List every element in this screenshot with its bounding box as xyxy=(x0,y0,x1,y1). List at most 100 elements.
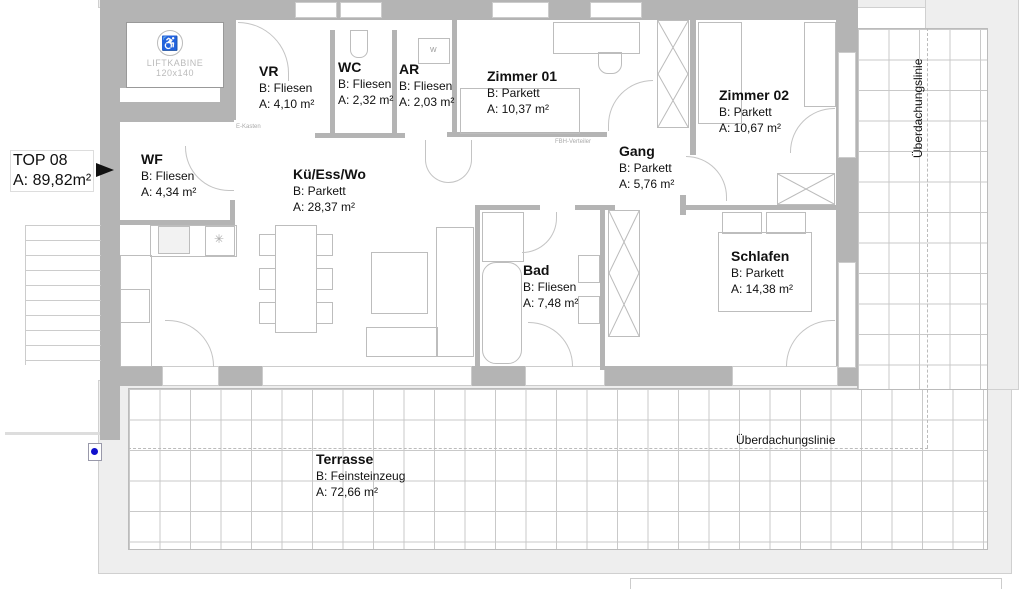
window-bottom-4 xyxy=(732,366,838,386)
room-kuessewo: Kü/Ess/Wo B: Parkett A: 28,37 m² xyxy=(293,165,366,215)
sofa-side xyxy=(436,227,474,357)
room-floor: B: Fliesen xyxy=(399,79,453,93)
elevator-floor-strip xyxy=(120,88,220,102)
location-marker[interactable] xyxy=(88,443,102,461)
chair-5 xyxy=(316,268,333,290)
roof-line-label-bottom: Überdachungslinie xyxy=(736,433,836,447)
desk-zimmer02 xyxy=(804,22,836,107)
elevator-label-line2: 120x140 xyxy=(155,68,195,78)
room-area: A: 2,03 m² xyxy=(399,95,455,109)
washbasin-1 xyxy=(578,255,600,283)
room-area: A: 28,37 m² xyxy=(293,200,356,214)
room-floor: B: Fliesen xyxy=(259,81,313,95)
wall-bad-right xyxy=(600,205,605,370)
room-wf: WF B: Fliesen A: 4,34 m² xyxy=(141,150,196,200)
unit-label: TOP 08 A: 89,82m² xyxy=(10,150,95,192)
wall-vr-left xyxy=(230,20,236,120)
room-name: Gang xyxy=(619,143,655,159)
bed-schlafen xyxy=(718,232,812,312)
wardrobe-zimmer02 xyxy=(777,173,835,205)
roof-line-dash-horizontal xyxy=(128,448,928,449)
wardrobe-zimmer01 xyxy=(657,20,689,128)
marker-dot-icon xyxy=(91,448,98,455)
room-floor: B: Parkett xyxy=(487,86,540,100)
room-name: VR xyxy=(259,63,279,79)
snowflake-icon: ✳ xyxy=(214,232,225,246)
room-ar: AR B: Fliesen A: 2,03 m² xyxy=(399,60,454,110)
e-kasten-label: E-Kasten xyxy=(236,124,261,130)
entrance-arrow-icon xyxy=(96,163,114,177)
chair-zimmer01 xyxy=(598,52,622,74)
terrace-tiles-right xyxy=(857,28,988,390)
pillow-right xyxy=(766,212,806,234)
chair-6 xyxy=(316,302,333,324)
room-name: Schlafen xyxy=(731,248,790,264)
room-floor: B: Parkett xyxy=(719,105,772,119)
bed-zimmer01 xyxy=(460,88,580,134)
room-schlafen: Schlafen B: Parkett A: 14,38 m² xyxy=(731,247,793,297)
room-name: Terrasse xyxy=(316,451,374,467)
window-bottom-1 xyxy=(162,366,219,386)
washer-label: W xyxy=(430,47,437,54)
fridge: ✳ xyxy=(205,226,235,256)
toilet-wc xyxy=(350,30,368,58)
chair-3 xyxy=(259,302,276,324)
wall-bad-top xyxy=(475,205,540,210)
room-terrasse: Terrasse B: Feinsteinzeug A: 72,66 m² xyxy=(316,450,405,500)
wall-gang-right xyxy=(680,195,686,215)
room-gang: Gang B: Parkett A: 5,76 m² xyxy=(619,142,674,192)
dining-table xyxy=(275,225,317,333)
room-name: Zimmer 02 xyxy=(719,87,790,103)
wall-kitchen-top xyxy=(120,220,235,225)
room-area: A: 4,34 m² xyxy=(141,185,197,199)
wall-vr-wc xyxy=(330,30,335,135)
shower xyxy=(482,212,524,262)
stair-handrail xyxy=(5,432,100,435)
wall-wc-bottom xyxy=(315,133,405,138)
window-top-1 xyxy=(295,2,337,18)
room-zimmer01: Zimmer 01 B: Parkett A: 10,37 m² xyxy=(487,67,557,117)
room-floor: B: Fliesen xyxy=(141,169,195,183)
window-top-2 xyxy=(340,2,382,18)
room-floor: B: Parkett xyxy=(293,184,346,198)
room-floor: B: Parkett xyxy=(619,161,672,175)
room-vr: VR B: Fliesen A: 4,10 m² xyxy=(259,62,314,112)
room-name: Kü/Ess/Wo xyxy=(293,166,366,182)
room-area: A: 10,37 m² xyxy=(487,102,550,116)
desk-zimmer01 xyxy=(553,22,640,54)
room-area: A: 10,67 m² xyxy=(719,121,782,135)
wheelchair-icon: ♿ xyxy=(157,30,183,56)
unit-area: A: 89,82m² xyxy=(13,172,92,189)
pillow-left xyxy=(722,212,762,234)
washbasin-2 xyxy=(578,296,600,324)
chair-2 xyxy=(259,268,276,290)
room-area: A: 72,66 m² xyxy=(316,485,379,499)
roof-line-dash-vertical xyxy=(927,28,928,448)
room-zimmer02: Zimmer 02 B: Parkett A: 10,67 m² xyxy=(719,86,789,136)
washer-box: W xyxy=(418,38,450,64)
cooktop xyxy=(120,289,150,323)
staircase xyxy=(25,225,101,365)
terrace-tiles-bottom xyxy=(128,388,988,550)
wall-zimmer01-bottom xyxy=(447,132,607,137)
room-name: WC xyxy=(338,59,362,75)
wall-zimmer02-bottom xyxy=(686,205,838,210)
chair-4 xyxy=(316,234,333,256)
wall-bad-top-right xyxy=(575,205,615,210)
room-bad: Bad B: Fliesen A: 7,48 m² xyxy=(523,261,578,311)
window-top-3 xyxy=(492,2,549,18)
wall-wc-ar xyxy=(392,30,397,135)
roof-line-label-right: Überdachungslinie xyxy=(911,58,925,158)
window-bottom-3 xyxy=(525,366,605,386)
room-name: Zimmer 01 xyxy=(487,68,558,84)
wall-elevator-bottom xyxy=(100,114,234,122)
unit-name: TOP 08 xyxy=(13,152,68,169)
coffee-table xyxy=(371,252,428,314)
room-area: A: 7,48 m² xyxy=(523,296,579,310)
wall-wf-right xyxy=(230,200,235,225)
room-floor: B: Parkett xyxy=(731,266,784,280)
door-livingroom[interactable] xyxy=(425,140,472,183)
room-wc: WC B: Fliesen A: 2,32 m² xyxy=(338,58,393,108)
room-name: Bad xyxy=(523,262,550,278)
wall-top xyxy=(100,0,858,20)
